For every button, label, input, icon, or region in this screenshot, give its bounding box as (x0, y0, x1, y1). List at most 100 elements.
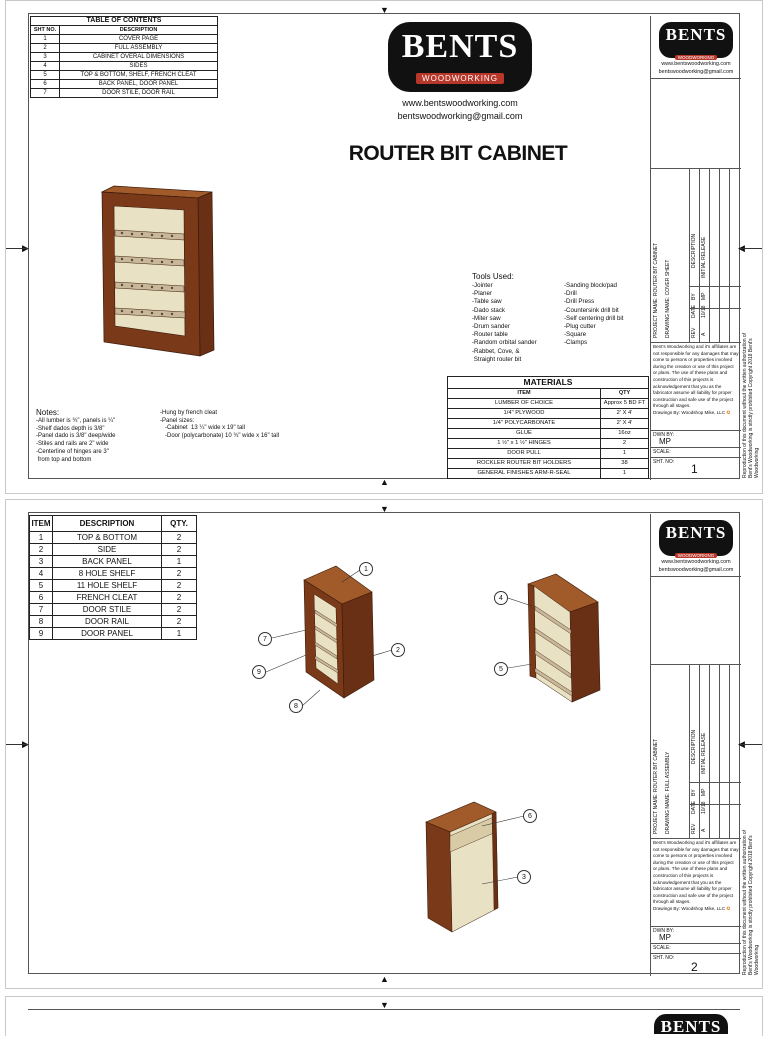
drawing-name: DRAWING NAME: FULL ASSEMBLY (665, 751, 671, 834)
text-field: DWN BY: (653, 928, 675, 934)
text-field: BENTS (665, 25, 727, 44)
text-field[interactable]: bentswoodworking@gmail.com (658, 69, 734, 75)
text-field: -Plug cutter (564, 323, 596, 331)
text-field: -Jointer (472, 282, 493, 289)
callout-9: 9 (252, 665, 266, 679)
text-field: DESCRIPTION (691, 729, 697, 764)
callout-8: 8 (289, 699, 303, 713)
tools-list: Tools Used: -Jointer-Planer-Table saw-Da… (472, 272, 624, 364)
assembly-view-front (303, 565, 375, 699)
text-field: -Router table (472, 331, 508, 339)
callout-3: 3 (517, 870, 531, 884)
text-field: -Table saw (472, 298, 502, 306)
woodshop-mike-icon: ✪ (726, 409, 731, 415)
text-field: -Cabinet 13 ¼" wide x 19" tall (160, 425, 245, 432)
text-field: -Door (polycarbonate) 10 ¾" wide x 16" t… (160, 433, 279, 440)
text-field: MP (659, 437, 671, 446)
text-field: Drawings By: Woodshop Mike, LLC (653, 409, 726, 415)
title-block-logo: BENTS WOODWORKING (659, 520, 733, 558)
callout-5: 5 (494, 662, 508, 676)
text-field: WOODWORKING (674, 553, 718, 558)
text-field: -Centerline of hinges are 3" (36, 448, 109, 455)
bents-logo: BENTS WOODWORKING (388, 22, 532, 92)
text-field: MP (701, 788, 707, 797)
text-field: Notes: (36, 408, 60, 417)
cabinet-illustration (100, 185, 215, 357)
callout-7: 7 (258, 632, 272, 646)
text-field: -Square (564, 331, 587, 339)
email-link[interactable]: bentswoodworking@gmail.com (397, 111, 523, 121)
bottom-arrow-icon: ▲ (380, 974, 389, 984)
disclaimer: Bent's Woodworking and it's affiliates a… (653, 840, 739, 913)
text-field: Bent's Woodworking and it's affiliates a… (653, 344, 739, 409)
project-name: PROJECT NAME: ROUTER BIT CABINET (653, 738, 659, 834)
disclaimer: Bent's Woodworking and it's affiliates a… (653, 344, 739, 417)
text-field: -Countersink drill bit (564, 306, 619, 314)
text-field: -Hung by french cleat (160, 410, 218, 416)
callout-4: 4 (494, 591, 508, 605)
text-field: -Planer (472, 290, 492, 298)
text-field: 1 (161, 555, 197, 568)
text-field: BENTS (401, 28, 519, 65)
text-field: -Clamps (564, 339, 588, 347)
text-field: -Rabbet, Cove, & (472, 347, 520, 355)
text-field[interactable]: bentswoodworking@gmail.com (658, 567, 734, 573)
text-field: -Stiles and rails are 2" wide (36, 441, 109, 448)
text-field: Tools Used: (472, 272, 514, 281)
website-link[interactable]: www.bentswoodworking.com (402, 98, 518, 108)
text-field: MP (659, 933, 671, 942)
text-field: -Panel dado is 3/8" deep/wide (36, 433, 116, 440)
text-field: REV (691, 823, 697, 834)
woodshop-mike-icon: ✪ (726, 905, 731, 911)
text-field: WOODWORKING (416, 73, 504, 84)
title-block-logo: BENTS (654, 1014, 728, 1036)
title-block: BENTS WOODWORKING www.bentswoodworking.c… (650, 16, 741, 480)
assembly-view-open (527, 573, 601, 703)
text-field: -Drill Press (564, 298, 595, 306)
text-field[interactable]: www.bentswoodworking.com (661, 559, 731, 565)
text-field: INITIAL RELEASE (701, 732, 707, 774)
text-field: A (701, 828, 707, 832)
text-field: -Drum sander (472, 323, 510, 331)
assembly-view-back (425, 801, 499, 933)
callout-6: 6 (523, 809, 537, 823)
bottom-arrow-icon: ▲ (380, 477, 389, 487)
text-field: DOOR STILE, DOOR RAIL (59, 88, 218, 98)
text-field: -Miter saw (472, 314, 501, 322)
top-arrow-icon: ▼ (380, 504, 389, 514)
text-field: BENTS (665, 523, 727, 542)
notes-block: Notes: -All lumber is ¾", panels is ¼"-S… (36, 408, 279, 464)
text-field: -Panel sizes: (160, 417, 195, 424)
text-field: -Dado stack (472, 306, 506, 314)
text-field: BY (691, 789, 697, 796)
callout-2: 2 (391, 643, 405, 657)
callout-1: 1 (359, 562, 373, 576)
top-arrow-icon: ▼ (380, 5, 389, 15)
text-field: -Shelf dados depth is 3/8" (36, 425, 105, 432)
text-field: 10/18 (701, 801, 707, 814)
text-field: from top and bottom (36, 456, 92, 463)
text-field: -Drill (564, 290, 577, 298)
text-field: BENTS (660, 1017, 722, 1036)
text-field: Drawings By: Woodshop Mike, LLC (653, 905, 726, 911)
text-field: 1 (600, 468, 649, 479)
title-block-logo: BENTS WOODWORKING (659, 22, 733, 60)
drawing-frame (28, 512, 740, 974)
text-field: 1 (161, 627, 197, 640)
text-field[interactable]: www.bentswoodworking.com (661, 61, 731, 67)
text-field: SCALE: (653, 945, 671, 951)
text-field: SHT. NO: (653, 459, 675, 465)
text-field: SCALE: (653, 449, 671, 455)
text-field: DWN BY: (653, 432, 675, 438)
text-field: -Random orbital sander (472, 339, 537, 347)
